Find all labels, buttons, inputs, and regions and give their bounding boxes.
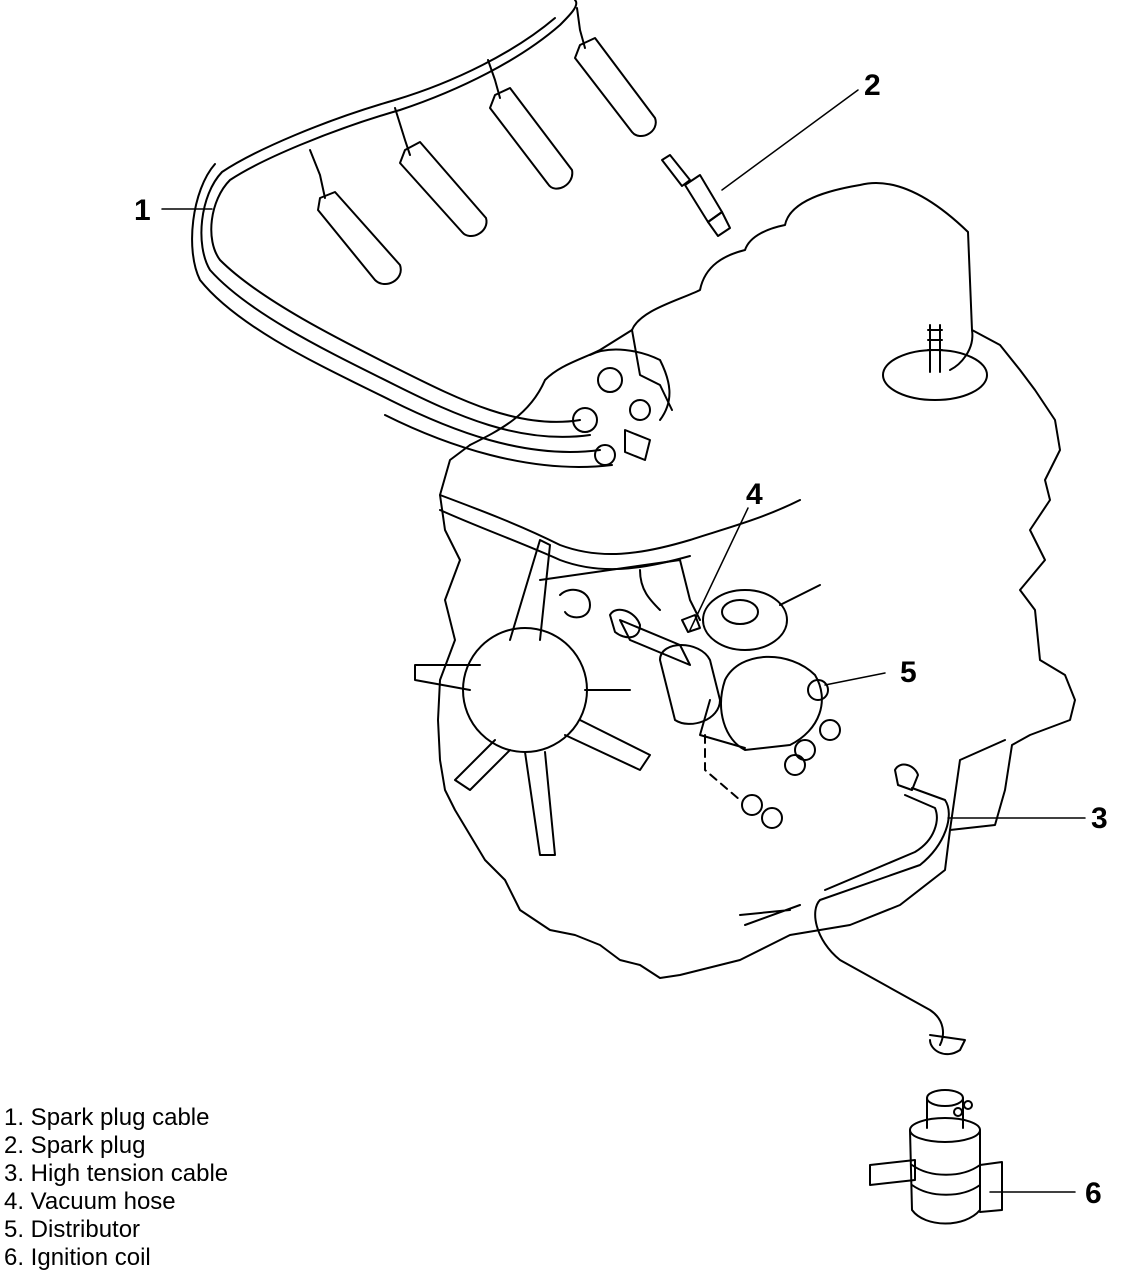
legend-item: 6. Ignition coil — [4, 1244, 151, 1271]
plug-boots — [317, 37, 657, 285]
cooling-fan — [414, 539, 651, 856]
callout-1: 1 — [134, 194, 151, 227]
parts-legend: 1. Spark plug cable 2. Spark plug 3. Hig… — [4, 1104, 228, 1272]
high-tension-cable — [814, 763, 966, 1056]
callout-3: 3 — [1091, 802, 1108, 835]
spark-plug-cable-harness — [191, 0, 613, 468]
hardware-parts — [681, 614, 801, 926]
legend-item: 1. Spark plug cable — [4, 1104, 210, 1131]
callout-4: 4 — [746, 478, 763, 511]
callout-6: 6 — [1085, 1177, 1102, 1210]
legend-item: 5. Distributor — [4, 1216, 141, 1243]
callout-2: 2 — [864, 69, 881, 102]
legend-item: 2. Spark plug — [4, 1132, 146, 1159]
callout-5: 5 — [900, 656, 917, 689]
leader-lines — [161, 89, 1086, 1193]
spark-plug — [661, 154, 731, 237]
legend-item: 4. Vacuum hose — [4, 1188, 176, 1215]
cable-terminals — [572, 348, 671, 466]
engine-block-outline — [437, 182, 1076, 979]
legend-item: 3. High tension cable — [4, 1160, 229, 1187]
ignition-coil — [869, 1089, 1003, 1225]
distributor — [609, 584, 841, 776]
